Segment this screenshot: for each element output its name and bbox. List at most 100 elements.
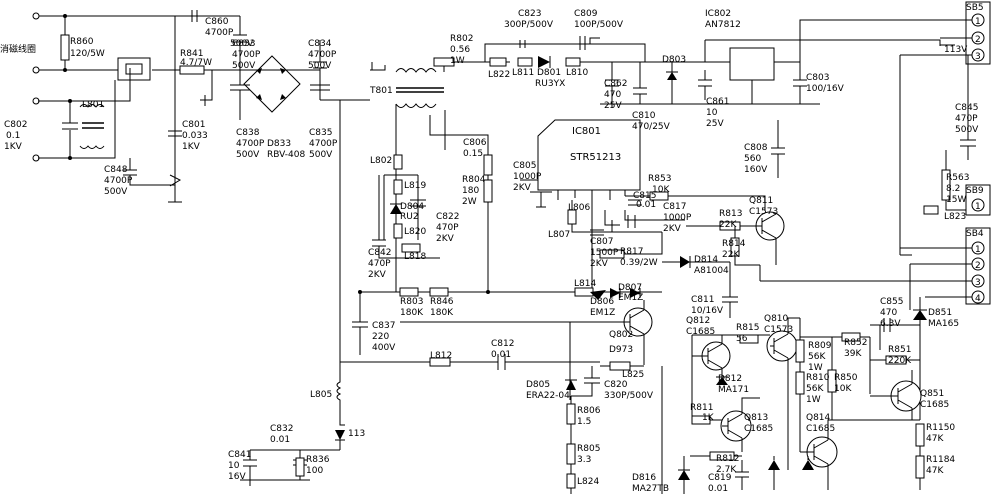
label-r841: R841: [180, 49, 203, 59]
diode-d806: [590, 290, 606, 300]
label-c802u: 1KV: [4, 142, 23, 152]
label-r812v: 2.7K: [716, 465, 737, 475]
label-r836: R836: [306, 455, 330, 465]
label-l805: L805: [310, 390, 332, 400]
label-ic802: IC802: [705, 9, 731, 19]
label-c834u: 500V: [308, 61, 332, 71]
label-q813: Q813: [744, 413, 768, 423]
label-c835u: 500V: [309, 150, 333, 160]
label-c838v: 4700P: [236, 139, 265, 149]
label-c860: C860: [205, 17, 229, 27]
label-r563: R563: [946, 173, 969, 183]
capacitor-c860: [191, 10, 198, 22]
label-r802u: 1W: [450, 56, 465, 66]
ground-bus-12v: [600, 103, 720, 108]
label-c833: C833: [232, 39, 255, 49]
capacitor-c862: [605, 62, 619, 104]
label-c833u: 500V: [232, 61, 256, 71]
wire-q802-base: [400, 321, 571, 400]
label-c815v: 0.01: [636, 200, 656, 210]
wire-sb4: [760, 247, 972, 310]
wire-q802: [570, 300, 645, 365]
label-r563v: 8.2: [946, 184, 960, 194]
label-r810: R810: [806, 373, 830, 383]
label-r860v: 120/5W: [70, 49, 105, 59]
capacitor-c810: [633, 62, 647, 104]
label-r814v: 22K: [722, 250, 740, 260]
label-r860: R860: [70, 37, 94, 47]
resistor-r805: [566, 443, 576, 465]
label-sb4: SB4: [966, 229, 984, 239]
wire-113v-rail: [899, 54, 940, 255]
sb9-pin-1[interactable]: [971, 198, 985, 212]
choke-l801: [79, 104, 105, 149]
label-c801: C801: [182, 120, 205, 130]
label-c861u: 25V: [706, 119, 724, 129]
label-c817v: 1000P: [663, 213, 692, 223]
label-q851v: C1685: [920, 400, 949, 410]
label-c812: C812: [491, 339, 514, 349]
label-r805: R805: [577, 444, 600, 454]
wire-reg-io: [705, 19, 946, 63]
capacitor-c834: [313, 40, 327, 70]
resistor-r860: [60, 34, 70, 61]
label-r803v: 180K: [400, 308, 424, 318]
diode-d812: [716, 377, 728, 385]
label-d816: D816: [632, 473, 656, 483]
label-q802v: D973: [609, 345, 633, 355]
resistor-r1150: [915, 423, 925, 447]
sb4-pin-label-4: 4: [975, 294, 981, 304]
transistor-q811-leads: [746, 213, 777, 239]
label-c801u: 1KV: [182, 142, 201, 152]
label-c805: C805: [513, 161, 536, 171]
label-d806: D806: [590, 297, 614, 307]
inductor-l810: [565, 57, 581, 67]
resistor-r810: [795, 371, 805, 395]
diode-d801: [538, 56, 550, 68]
label-c808u: 160V: [744, 165, 768, 175]
label-ic801v: STR51213: [570, 152, 621, 163]
label-d805v: ERA22-04: [526, 391, 570, 401]
label-c848v: 4700P: [104, 176, 133, 186]
label-r846: R846: [430, 297, 454, 307]
label-c862: C862: [604, 79, 627, 89]
label-c838: C838: [236, 128, 260, 138]
inductor-l818: [401, 243, 421, 253]
terminal-degauss-2[interactable]: [32, 66, 40, 74]
label-l810: L810: [566, 68, 588, 78]
label-c803: C803: [806, 73, 829, 83]
label-r804u: 2W: [462, 197, 477, 207]
label-q810v: C1573: [764, 325, 793, 335]
label-c817u: 2KV: [663, 224, 682, 234]
label-c811: C811: [691, 295, 714, 305]
label-c823: C823: [518, 9, 541, 19]
zener-d803-wire: [666, 62, 678, 104]
label-c810v: 470/25V: [632, 122, 671, 132]
diode-d807-bar: [619, 288, 641, 298]
inductor-l805: [336, 362, 342, 410]
label-l819: L819: [404, 181, 426, 191]
ground-input: [168, 190, 182, 203]
capacitor-c845: [960, 55, 976, 160]
label-q802: Q802: [609, 330, 633, 340]
label-sb5: SB5: [966, 3, 984, 13]
wire-d814: [662, 256, 730, 268]
choke-l801-core: [82, 122, 104, 129]
inductor-l819: [393, 179, 403, 195]
wire-r563: [945, 150, 966, 211]
label-c819: C819: [708, 473, 732, 483]
label-r850: R850: [834, 373, 858, 383]
label-c834: C834: [308, 39, 332, 49]
capacitor-c823: [519, 40, 526, 48]
zener-pair: [768, 460, 814, 470]
label-c820: C820: [604, 380, 628, 390]
transistor-q814-leads: [800, 439, 829, 465]
sb9-pin-label-1: 1: [975, 202, 981, 212]
label-c807u: 2KV: [590, 259, 609, 269]
transistor-q851-leads: [870, 383, 913, 409]
transistor-q813-leads: [722, 413, 743, 439]
terminal-top[interactable]: [32, 12, 40, 20]
sb4-pin-label-1: 1: [975, 245, 981, 255]
label-c855: C855: [880, 297, 903, 307]
